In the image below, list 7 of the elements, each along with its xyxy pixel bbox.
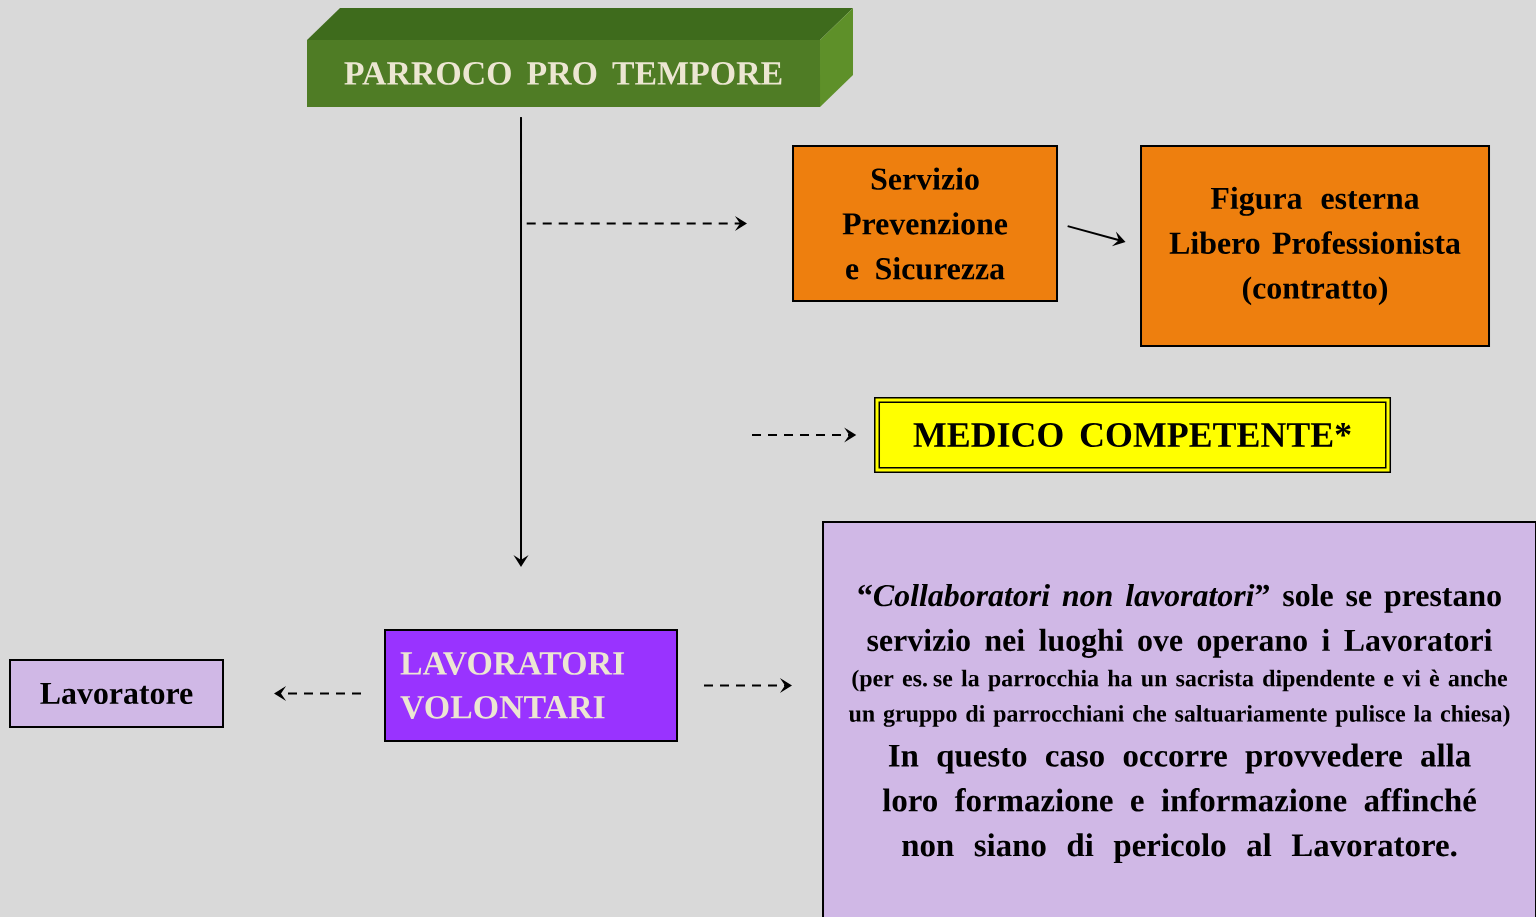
highlight-box: MEDICO COMPETENTE*	[874, 397, 1391, 473]
process-box: “Collaboratori non lavoratori” sole se prestano servizio nei luoghi ove operano i Lavoratori (per es. se la parrocchia ha un sacrista dipendente e vi è anche un gruppo di parrocchiani che saltuariamente pulisce la chiesa) In questo caso occorre provvedere alla loro formazione e informazione affinché non siano di pericolo al Lavoratore.	[822, 521, 1536, 917]
process-box: Figura esterna Libero Professionista (contratto)	[1140, 145, 1490, 347]
title-block: PARROCO PRO TEMPORE	[307, 8, 853, 107]
process-box: LAVORATORI VOLONTARI	[384, 629, 678, 742]
process-box: Servizio Prevenzione e Sicurezza	[792, 145, 1058, 302]
process-box: Lavoratore	[9, 659, 224, 728]
